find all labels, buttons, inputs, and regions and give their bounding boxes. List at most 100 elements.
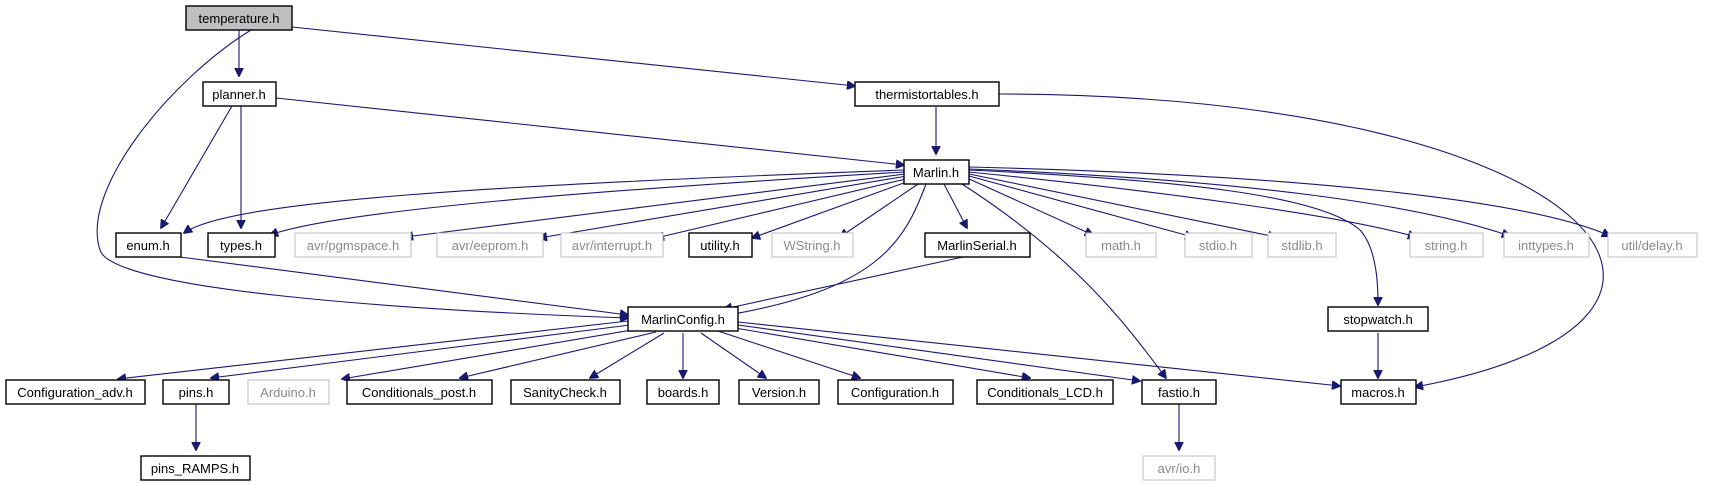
edge-marlin-wstring [840, 181, 922, 237]
node-utility-h[interactable]: utility.h [688, 232, 753, 258]
edge-temperature-thermistortables [291, 26, 855, 86]
node-stdio-h[interactable]: stdio.h [1184, 232, 1253, 258]
node-fastio-h[interactable]: fastio.h [1141, 379, 1217, 405]
node-avr-eeprom-h[interactable]: avr/eeprom.h [436, 232, 544, 258]
node-utility-h-label: utility.h [700, 238, 740, 253]
edges [96, 26, 1610, 450]
nodes: temperature.h planner.h thermistortables… [5, 5, 1698, 481]
node-temperature-h-label: temperature.h [199, 11, 280, 26]
edge-marlin-stopwatch [968, 169, 1378, 305]
node-enum-h-label: enum.h [126, 238, 169, 253]
edge-marlinconfig-sanitycheck [590, 332, 665, 378]
edge-marlinconfig-configuration [717, 330, 860, 378]
node-pins-h[interactable]: pins.h [162, 379, 230, 405]
edge-marlin-inttypes [968, 168, 1510, 236]
edge-marlinconfig-conditionals-lcd [734, 327, 1030, 378]
edge-marlinconfig-arduino [342, 328, 639, 379]
node-marlin-h[interactable]: Marlin.h [903, 159, 970, 185]
node-marlinconfig-h[interactable]: MarlinConfig.h [627, 306, 739, 332]
node-avr-eeprom-h-label: avr/eeprom.h [452, 238, 529, 253]
node-math-h[interactable]: math.h [1085, 232, 1157, 258]
edge-thermistortables-macros [998, 93, 1604, 387]
node-pins-ramps-h[interactable]: pins_RAMPS.h [140, 455, 251, 481]
node-avr-interrupt-h-label: avr/interrupt.h [572, 238, 652, 253]
node-macros-h-label: macros.h [1351, 385, 1404, 400]
node-string-h[interactable]: string.h [1409, 232, 1484, 258]
edge-marlinconfig-macros [737, 321, 1340, 386]
node-inttypes-h-label: inttypes.h [1518, 238, 1574, 253]
node-stdlib-h[interactable]: stdlib.h [1267, 232, 1337, 258]
node-arduino-h-label: Arduino.h [260, 385, 316, 400]
edge-planner-marlin [275, 97, 904, 165]
node-avr-pgmspace-h-label: avr/pgmspace.h [307, 238, 400, 253]
edge-marlin-stdio [968, 175, 1193, 237]
edge-marlin-marlinconfig [722, 183, 927, 316]
edge-temperature-marlinconfig [96, 29, 628, 318]
node-wstring-h[interactable]: WString.h [771, 232, 854, 258]
node-version-h[interactable]: Version.h [738, 379, 820, 405]
node-temperature-h[interactable]: temperature.h [185, 5, 293, 31]
node-util-delay-h[interactable]: util/delay.h [1607, 232, 1698, 258]
node-util-delay-h-label: util/delay.h [1621, 238, 1682, 253]
node-avr-pgmspace-h[interactable]: avr/pgmspace.h [294, 232, 412, 258]
node-math-h-label: math.h [1101, 238, 1141, 253]
node-avr-interrupt-h[interactable]: avr/interrupt.h [560, 232, 664, 258]
node-sanitycheck-h[interactable]: SanityCheck.h [510, 379, 621, 405]
node-fastio-h-label: fastio.h [1158, 385, 1200, 400]
edge-marlin-string [968, 171, 1416, 237]
node-pins-ramps-h-label: pins_RAMPS.h [151, 461, 239, 476]
node-boards-h[interactable]: boards.h [646, 379, 720, 405]
node-marlinserial-h[interactable]: MarlinSerial.h [924, 232, 1031, 258]
node-configuration-adv-h[interactable]: Configuration_adv.h [5, 379, 146, 405]
node-enum-h[interactable]: enum.h [115, 232, 182, 258]
edge-marlin-fastio [961, 183, 1166, 378]
node-sanitycheck-h-label: SanityCheck.h [523, 385, 607, 400]
node-types-h-label: types.h [220, 238, 262, 253]
edge-marlin-pgmspace [405, 173, 906, 237]
node-marlinserial-h-label: MarlinSerial.h [937, 238, 1016, 253]
node-wstring-h-label: WString.h [783, 238, 840, 253]
node-stdlib-h-label: stdlib.h [1281, 238, 1322, 253]
node-configuration-h-label: Configuration.h [851, 385, 939, 400]
edge-marlinconfig-pins [211, 324, 631, 378]
edge-marlinconfig-fastio [737, 324, 1140, 381]
node-string-h-label: string.h [1425, 238, 1468, 253]
node-conditionals-lcd-h[interactable]: Conditionals_LCD.h [976, 379, 1114, 405]
node-conditionals-lcd-h-label: Conditionals_LCD.h [987, 385, 1103, 400]
node-conditionals-post-h[interactable]: Conditionals_post.h [346, 379, 493, 405]
node-marlinconfig-h-label: MarlinConfig.h [641, 312, 725, 327]
node-version-h-label: Version.h [752, 385, 806, 400]
node-avr-io-h[interactable]: avr/io.h [1142, 455, 1216, 481]
node-marlin-h-label: Marlin.h [913, 165, 959, 180]
edge-marlinconfig-version [700, 332, 766, 378]
edge-marlinserial-marlinconfig [724, 256, 964, 309]
node-conditionals-post-h-label: Conditionals_post.h [362, 385, 476, 400]
node-macros-h[interactable]: macros.h [1340, 379, 1417, 405]
edge-marlin-utility [752, 179, 913, 238]
node-stopwatch-h-label: stopwatch.h [1343, 312, 1412, 327]
node-planner-h-label: planner.h [212, 87, 266, 102]
node-planner-h[interactable]: planner.h [202, 81, 277, 107]
edge-marlin-eeprom [539, 175, 908, 238]
node-thermistortables-h-label: thermistortables.h [875, 87, 978, 102]
node-avr-io-h-label: avr/io.h [1158, 461, 1201, 476]
edge-marlinconfig-configuration-adv [118, 320, 629, 379]
edge-marlinconfig-conditionals-post [460, 331, 657, 378]
edge-marlin-enum [184, 169, 905, 233]
node-inttypes-h[interactable]: inttypes.h [1503, 232, 1590, 258]
edge-marlin-stdlib [968, 173, 1276, 237]
node-configuration-h[interactable]: Configuration.h [837, 379, 954, 405]
node-types-h[interactable]: types.h [207, 232, 276, 258]
edge-planner-enum [161, 105, 233, 228]
edge-marlin-marlinserial [943, 183, 967, 228]
node-arduino-h[interactable]: Arduino.h [247, 379, 330, 405]
node-configuration-adv-h-label: Configuration_adv.h [17, 385, 132, 400]
node-boards-h-label: boards.h [658, 385, 709, 400]
node-thermistortables-h[interactable]: thermistortables.h [854, 81, 1000, 107]
node-stdio-h-label: stdio.h [1199, 238, 1237, 253]
edge-marlin-delay [968, 166, 1610, 236]
edge-enum-marlinconfig [179, 256, 628, 315]
node-stopwatch-h[interactable]: stopwatch.h [1327, 306, 1429, 332]
edge-marlin-types [270, 171, 905, 235]
